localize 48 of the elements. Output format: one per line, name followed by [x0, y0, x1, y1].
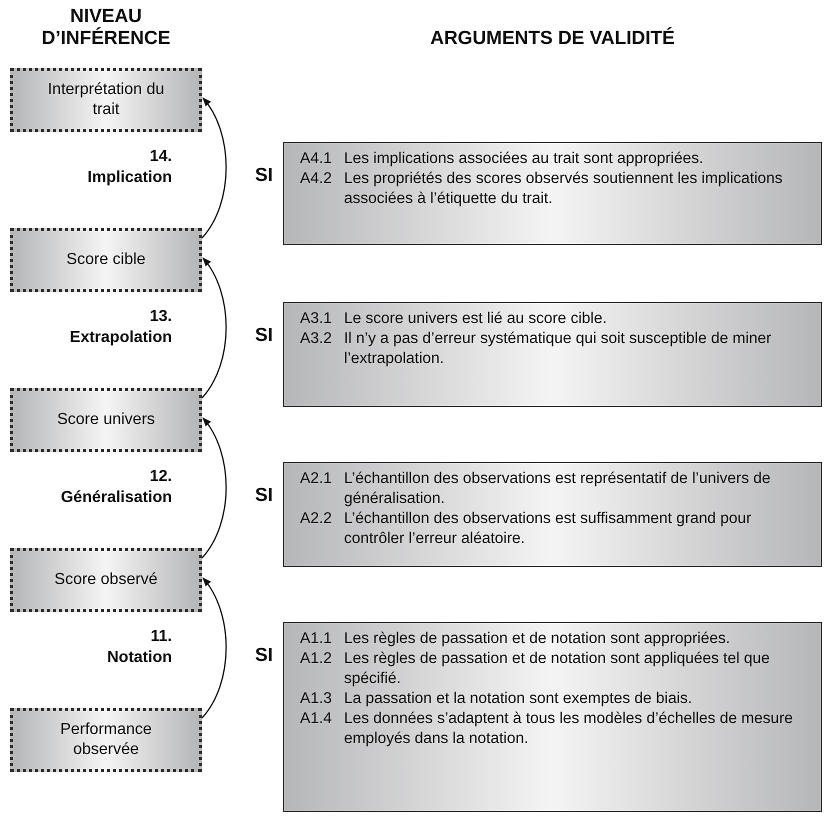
level-label: Score cible	[66, 250, 146, 270]
curved-arrow	[201, 97, 227, 238]
criterion-text: Les règles de passation et de notation sont appropriées.	[344, 629, 732, 649]
edge-label: 13. Extrapolation	[70, 307, 172, 348]
level-label: Interprétation du trait	[47, 80, 165, 120]
argument-box	[283, 302, 822, 407]
item-number: A3.1	[300, 309, 333, 329]
inference-level-box	[10, 548, 202, 612]
argument-box	[283, 622, 822, 812]
condition-label: SI	[255, 165, 273, 187]
criterion-text: Les implications associées au trait sont appropriées.	[344, 149, 704, 169]
level-label: Score univers	[57, 410, 155, 430]
curved-arrow	[201, 257, 227, 398]
criterion-text: Les règles de passation et de notation sont appliquées tel que spécifié.	[344, 649, 771, 689]
condition-label: SI	[255, 485, 273, 507]
inference-level-box	[10, 388, 202, 452]
item-number: A2.2	[300, 509, 333, 529]
criterion-text: Les données s’adaptent à tous les modèles d’échelles de mesure employés dans la notation.	[344, 709, 794, 749]
criterion-text: Les propriétés des scores observés soutiennent les implications associées à l’étiquette du trait.	[344, 169, 784, 209]
curved-arrow	[201, 577, 227, 718]
item-number: A2.1	[300, 469, 333, 489]
edge-label: 12. Généralisation	[60, 467, 172, 508]
level-label: Performance observée	[59, 720, 153, 760]
criterion-text: Le score univers est lié au score cible.	[344, 309, 608, 329]
column-heading: ARGUMENTS DE VALIDITÉ	[429, 28, 676, 50]
inference-level-box	[10, 68, 202, 132]
condition-label: SI	[255, 645, 273, 667]
criterion-text: L’échantillon des observations est représentatif de l’univers de généralisation.	[344, 469, 772, 509]
condition-label: SI	[255, 325, 273, 347]
argument-box	[283, 462, 822, 567]
edge-label: 11. Notation	[107, 627, 172, 668]
item-number: A1.3	[300, 689, 333, 709]
inference-level-box	[10, 708, 202, 772]
item-number: A4.2	[300, 169, 333, 189]
inference-level-box	[10, 228, 202, 292]
edge-label: 14. Implication	[88, 147, 172, 188]
column-heading: NIVEAU D’INFÉRENCE	[40, 6, 172, 50]
item-number: A1.2	[300, 649, 333, 669]
criterion-text: Il n’y a pas d’erreur systématique qui soit susceptible de miner l’extrapolation.	[344, 329, 772, 369]
item-number: A1.1	[300, 629, 333, 649]
argument-box	[283, 142, 822, 245]
level-label: Score observé	[54, 570, 158, 590]
item-number: A4.1	[300, 149, 333, 169]
curved-arrow	[201, 417, 227, 558]
criterion-text: L’échantillon des observations est suffisamment grand pour contrôler l’erreur aléatoire.	[344, 509, 752, 549]
criterion-text: La passation et la notation sont exemptes de biais.	[344, 689, 694, 709]
item-number: A3.2	[300, 329, 333, 349]
item-number: A1.4	[300, 709, 333, 729]
